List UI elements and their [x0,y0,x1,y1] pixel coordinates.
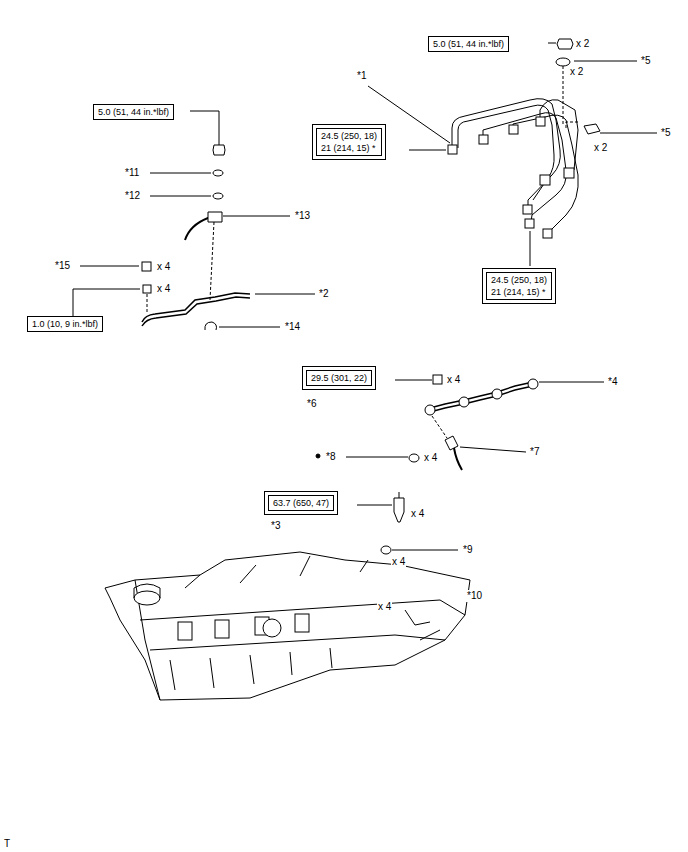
callout-number: *14 [284,321,301,333]
callout-number: *7 [529,446,540,458]
torque-value: 29.5 (301, 22) [311,372,367,384]
quantity-label: x 4 [446,374,461,386]
torque-spec-box: 24.5 (250, 18)21 (214, 15) * [486,272,552,300]
torque-value: 24.5 (250, 18) [321,130,377,142]
callout-number: *10 [466,590,483,602]
quantity-label: T [3,838,11,850]
callout-number: *4 [607,376,618,388]
callout-number: *3 [270,520,281,532]
quantity-label: x 4 [377,601,392,613]
quantity-label: x 4 [156,283,171,295]
callout-number: *5 [640,55,651,67]
quantity-label: x 4 [410,508,425,520]
quantity-label: x 2 [593,142,608,154]
callout-number: *13 [294,210,311,222]
callout-number: *6 [306,398,317,410]
quantity-label: x 4 [423,452,438,464]
callout-number: *11 [124,167,140,179]
quantity-label: x 2 [575,38,590,50]
torque-value: 63.7 (650, 47) [273,497,329,509]
callout-number: *9 [462,544,473,556]
torque-spec-box: 1.0 (10, 9 in.*lbf) [27,316,103,332]
callout-number: *15 [54,260,71,272]
torque-spec-box: 63.7 (650, 47) [268,495,334,511]
callout-number: *1 [356,70,367,82]
torque-value: 21 (214, 15) * [321,142,377,154]
callout-number: *8 [325,451,336,463]
torque-spec-box: 5.0 (51, 44 in.*lbf) [428,36,509,52]
torque-spec-box: 5.0 (51, 44 in.*lbf) [93,104,174,120]
quantity-label: x 4 [156,261,171,273]
callout-number: *2 [318,288,329,300]
torque-spec-box: 24.5 (250, 18)21 (214, 15) * [316,128,382,156]
quantity-label: x 4 [391,556,406,568]
torque-value: 21 (214, 15) * [491,286,547,298]
torque-value: 5.0 (51, 44 in.*lbf) [433,38,504,50]
callout-number: *5 [660,127,671,139]
torque-value: 1.0 (10, 9 in.*lbf) [32,318,98,330]
quantity-label: x 2 [569,66,584,78]
callout-number: *12 [124,190,141,202]
torque-spec-box: 29.5 (301, 22) [306,370,372,386]
torque-value: 5.0 (51, 44 in.*lbf) [98,106,169,118]
torque-value: 24.5 (250, 18) [491,274,547,286]
